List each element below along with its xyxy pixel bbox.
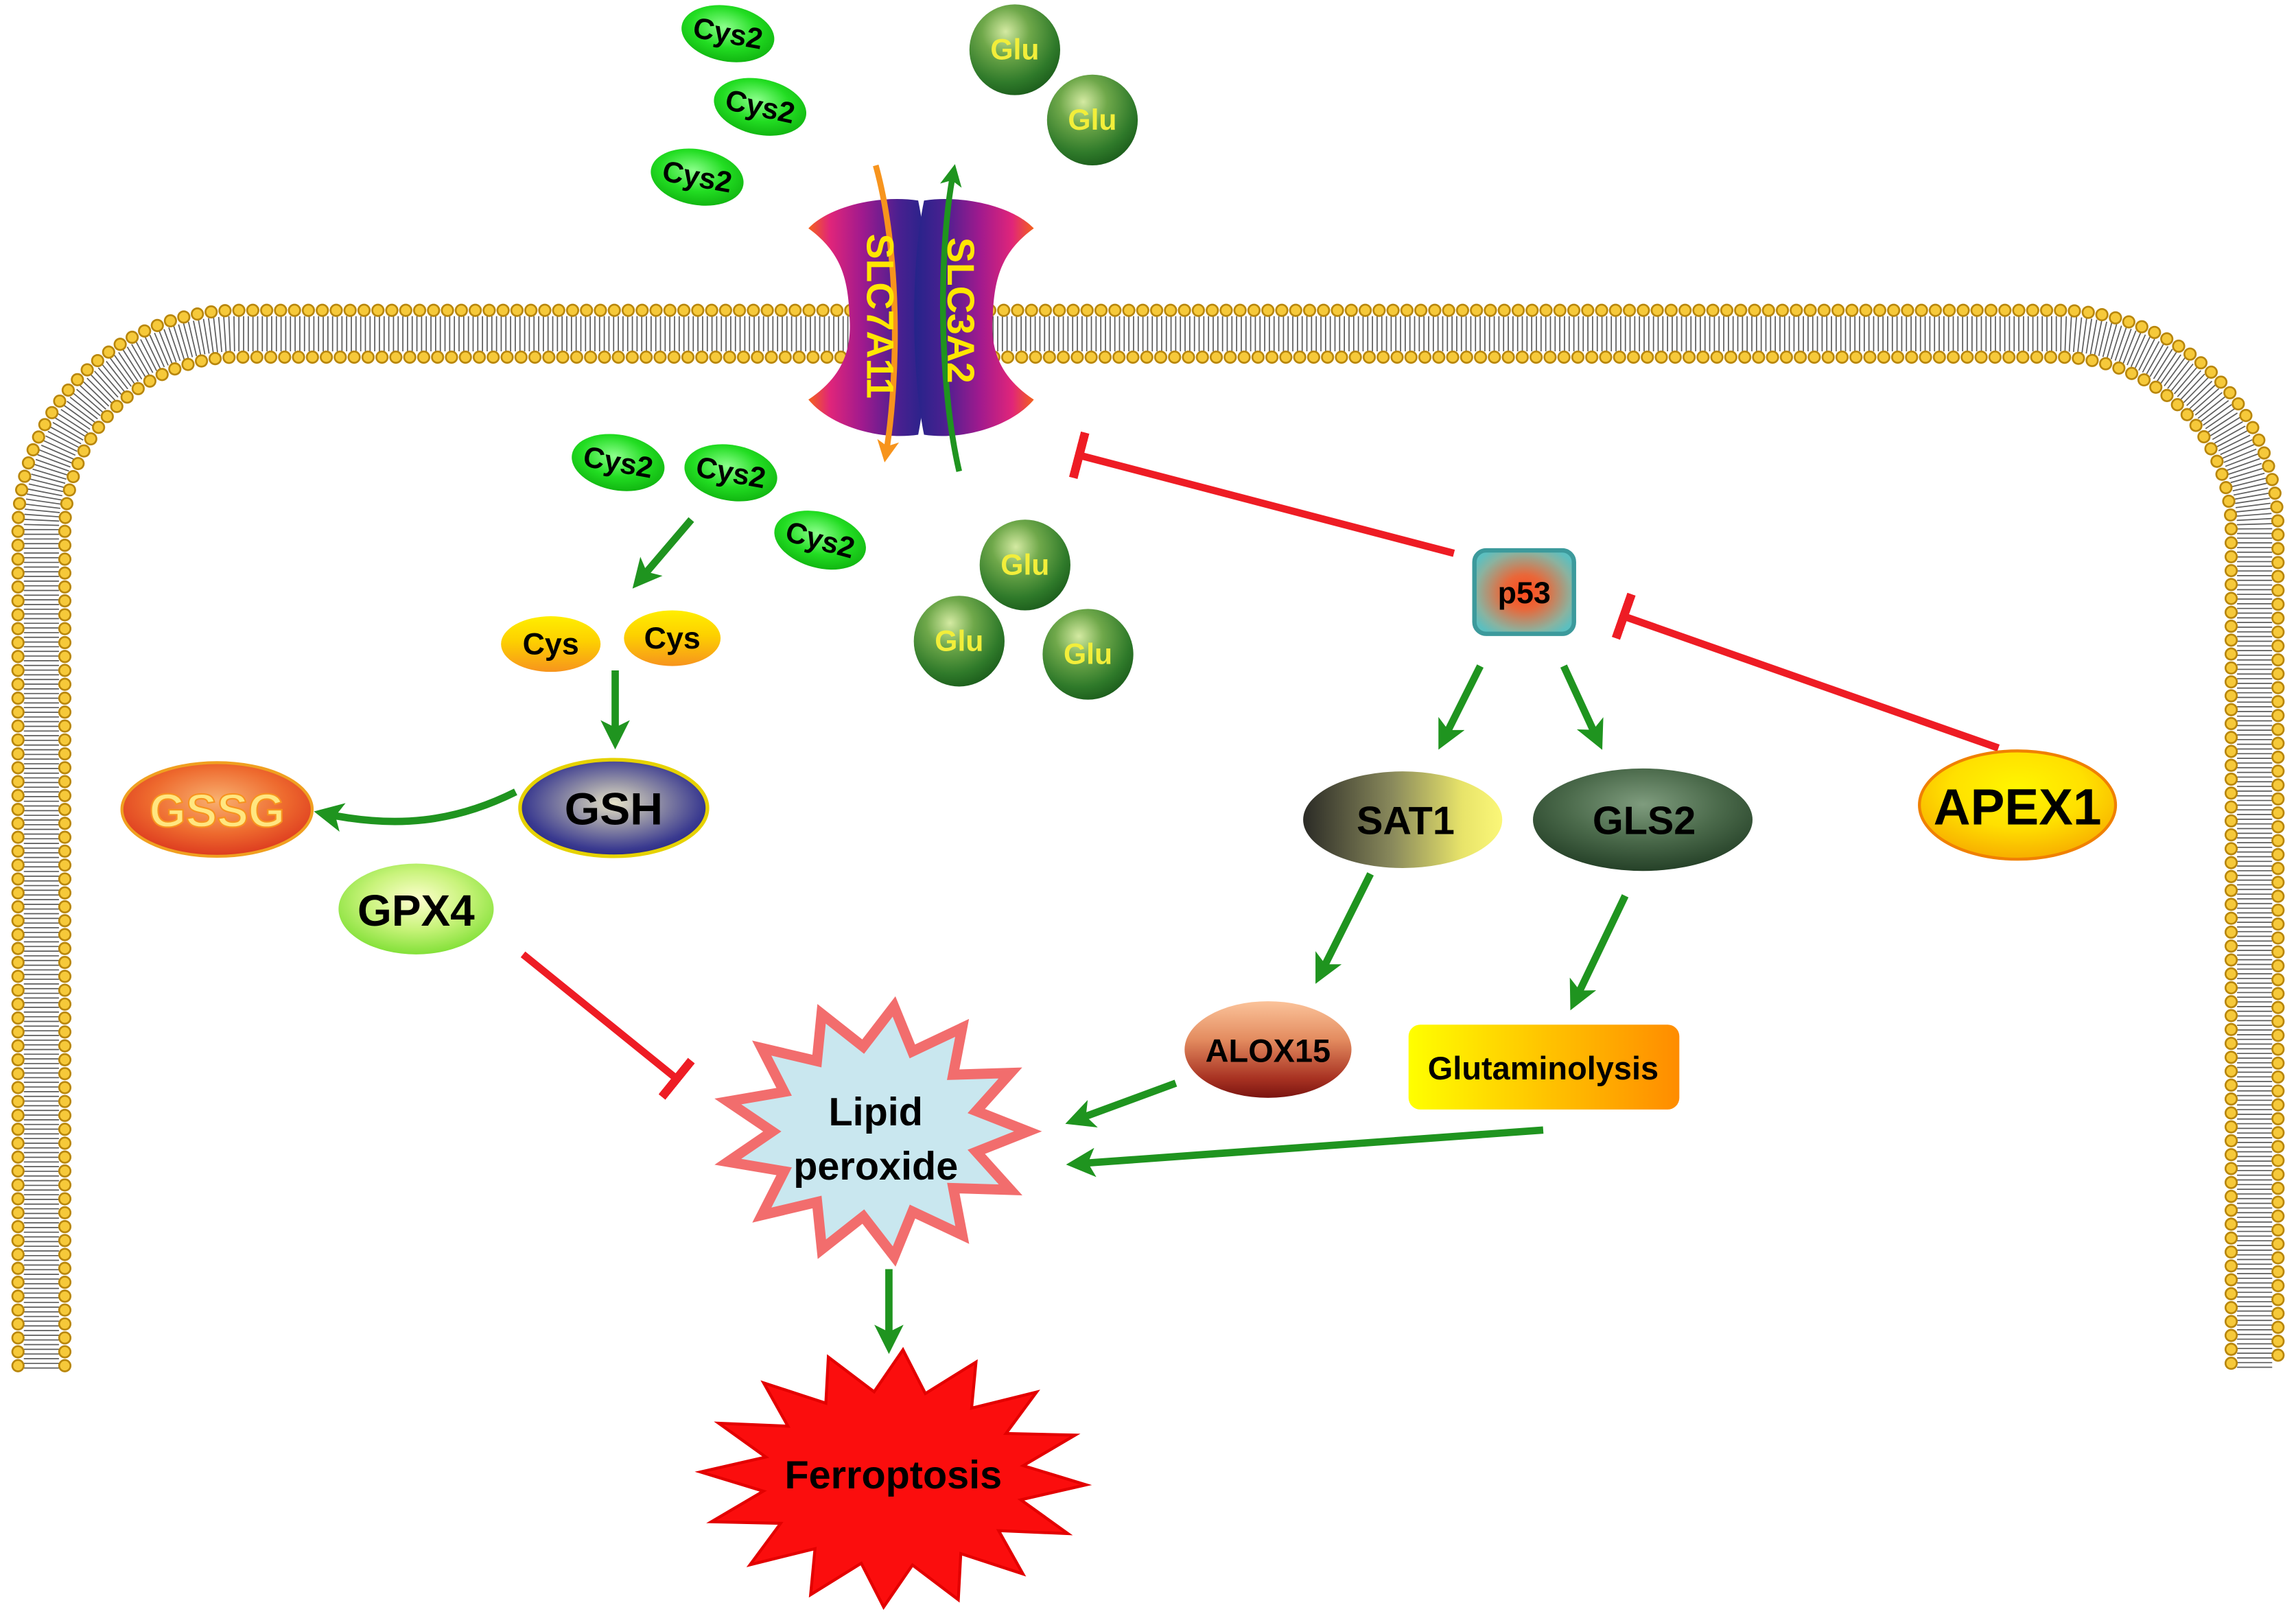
sat1-node: SAT1 — [1303, 771, 1503, 868]
lipid-peroxide-burst-shape — [714, 996, 1042, 1267]
sat1-label: SAT1 — [1357, 799, 1455, 843]
glutamate-shape — [969, 4, 1061, 95]
activation-arrow-gls2-to-glutaminolysis — [1569, 894, 1629, 1011]
p53-node: p53 — [1472, 548, 1576, 636]
activation-arrow-alox15-to-lipid-peroxide — [1065, 1079, 1178, 1128]
membrane-inner-heads — [60, 352, 2236, 1371]
glutaminolysis-shape — [1408, 1024, 1680, 1110]
cystine-shape — [681, 5, 775, 62]
apex1-shape — [1918, 749, 2118, 861]
gssg-label: GSSG — [150, 785, 285, 837]
intracellular-glutamate-2: Glu — [913, 596, 1005, 687]
membrane-lipid-tails — [23, 316, 2273, 1369]
gssg-shape — [120, 761, 314, 858]
gpx4-label: GPX4 — [358, 886, 475, 935]
slc7a11-label: SLC7A11 — [859, 234, 902, 399]
activation-arrow-p53-to-gls2 — [1560, 664, 1604, 750]
cell-membrane — [11, 303, 2285, 1372]
lipid-peroxide-node: Lipid peroxide — [714, 996, 1042, 1267]
glutamate-export-arrow — [939, 164, 962, 472]
cystine-import-arrow — [873, 164, 900, 462]
glutamate-label: Glu — [1064, 638, 1112, 671]
gsh-node: GSH — [518, 758, 710, 858]
gls2-label: GLS2 — [1593, 799, 1696, 843]
glutamate-shape — [913, 596, 1005, 687]
intracellular-cystine-1: Cys2 — [572, 434, 665, 491]
glutamate-shape — [1042, 609, 1134, 700]
gssg-node: GSSG — [120, 761, 314, 858]
lipid-peroxide-label-line-2: peroxide — [793, 1145, 958, 1188]
extracellular-cystine-1: Cys2 — [681, 5, 775, 62]
ferroptosis-node: Ferroptosis — [694, 1346, 1092, 1611]
extracellular-cystine-2: Cys2 — [714, 78, 807, 136]
membrane-outer-heads — [13, 305, 2283, 1371]
cystine-shape — [572, 434, 665, 491]
inhibition-line-apex1-to-p53 — [1611, 592, 2000, 752]
alox15-node: ALOX15 — [1184, 1001, 1352, 1098]
cysteine-label: Cys — [644, 621, 701, 655]
cysteine-shape — [624, 610, 721, 666]
activation-arrow-glutaminolysis-to-lipid-peroxide — [1066, 1126, 1544, 1178]
slc7a11-slc3a2-transporter: SLC7A11 SLC3A2 — [808, 164, 1034, 472]
sat1-shape — [1303, 771, 1503, 868]
activation-arrow-cystine-to-cysteine — [632, 517, 694, 589]
cysteine-2: Cys — [624, 610, 721, 666]
extracellular-glutamate-2: Glu — [1046, 74, 1138, 166]
glutaminolysis-label: Glutaminolysis — [1428, 1051, 1659, 1086]
glutamate-shape — [1046, 74, 1138, 166]
glutaminolysis-node: Glutaminolysis — [1408, 1024, 1680, 1110]
p53-label: p53 — [1498, 576, 1551, 610]
cysteine-label: Cys — [523, 627, 579, 661]
extracellular-cystine-3: Cys2 — [651, 148, 744, 206]
gsh-label: GSH — [565, 784, 663, 835]
alox15-shape — [1184, 1001, 1352, 1098]
glutamate-label: Glu — [1068, 104, 1116, 137]
extracellular-glutamate-1: Glu — [969, 4, 1061, 95]
gls2-node: GLS2 — [1533, 768, 1753, 871]
slc3a2-label: SLC3A2 — [939, 237, 982, 384]
ferroptosis-burst-shape — [694, 1346, 1092, 1611]
glutamate-label: Glu — [935, 624, 983, 657]
glutamate-shape — [979, 519, 1070, 611]
apex1-label: APEX1 — [1934, 777, 2102, 835]
activation-arrow-sat1-to-alox15 — [1315, 872, 1374, 984]
ferroptosis-label: Ferroptosis — [784, 1453, 1002, 1497]
gpx4-node: GPX4 — [338, 863, 494, 955]
alox15-label: ALOX15 — [1206, 1033, 1331, 1069]
cystine-shape — [714, 78, 807, 136]
gls2-shape — [1533, 768, 1753, 871]
gsh-shape — [518, 758, 710, 858]
membrane-inner-head-outline — [58, 350, 2238, 1372]
inhibition-line-p53-to-transporter — [1068, 431, 1455, 557]
activation-arrow-p53-to-sat1 — [1438, 664, 1484, 750]
intracellular-glutamate-3: Glu — [1042, 609, 1134, 700]
lipid-peroxide-label-line-1: Lipid — [828, 1090, 923, 1134]
cystine-shape — [684, 444, 777, 502]
cystine-shape — [651, 148, 744, 206]
activation-arrow-gsh-to-gssg — [314, 788, 517, 832]
intracellular-cystine-3: Cys2 — [774, 511, 866, 570]
inhibition-line-gpx4-to-lipid-peroxide — [520, 951, 695, 1100]
glutamate-label: Glu — [1000, 548, 1049, 581]
cystine-shape — [774, 511, 866, 570]
apex1-node: APEX1 — [1918, 749, 2118, 861]
cysteine-shape — [501, 616, 601, 672]
intracellular-cystine-2: Cys2 — [684, 444, 777, 502]
gpx4-shape — [338, 863, 494, 955]
glutamate-label: Glu — [990, 34, 1039, 67]
cysteine-1: Cys — [501, 616, 601, 672]
p53-shape — [1472, 548, 1576, 636]
slc7a11-subunit — [808, 199, 928, 436]
intracellular-glutamate-1: Glu — [979, 519, 1070, 611]
